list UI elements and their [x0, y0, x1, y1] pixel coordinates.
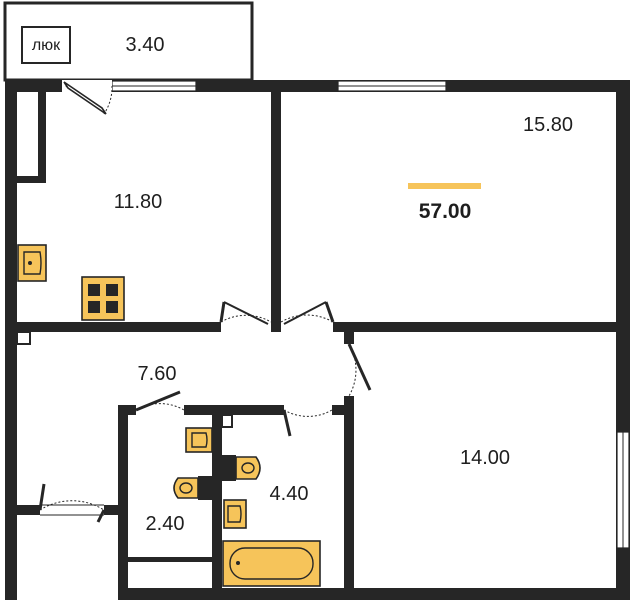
bedroom-door [344, 343, 372, 397]
bathtub-icon [222, 540, 321, 587]
bedroom-window [616, 431, 630, 549]
wc-area: 2.40 [146, 513, 185, 535]
living-room-area: 15.80 [523, 114, 573, 136]
living-door [280, 301, 335, 332]
balcony-door [62, 80, 113, 115]
kitchen-sink-icon [17, 244, 47, 282]
stove-icon [81, 276, 125, 321]
fixtures [17, 244, 321, 587]
doors [38, 80, 372, 523]
hatch-box [21, 26, 71, 64]
entrance-door [38, 483, 106, 523]
bathroom-toilet-icon [222, 455, 261, 481]
bathroom-door [282, 405, 333, 437]
area-labels: 11.80 15.80 7.60 14.00 4.40 2.40 [114, 114, 573, 535]
balcony: люк 3.40 [3, 1, 254, 82]
bathroom-sink-icon [223, 499, 247, 529]
kitchen-area: 11.80 [114, 191, 163, 213]
hallway-area: 7.60 [138, 363, 177, 385]
living-window [337, 80, 447, 92]
kitchen-window [111, 80, 197, 92]
wc-door [135, 390, 185, 415]
total-area: 57.00 [408, 183, 481, 223]
kitchen-door [219, 301, 272, 332]
wc-sink-icon [185, 427, 213, 453]
balcony-area: 3.40 [126, 34, 165, 56]
total-area-value: 57.00 [419, 200, 472, 223]
wc-toilet-icon [173, 476, 212, 500]
windows [111, 80, 630, 549]
hatch-label: люк [32, 37, 61, 54]
bathroom-area: 4.40 [270, 483, 309, 505]
bedroom-area: 14.00 [460, 447, 510, 469]
total-area-bar [408, 183, 481, 189]
